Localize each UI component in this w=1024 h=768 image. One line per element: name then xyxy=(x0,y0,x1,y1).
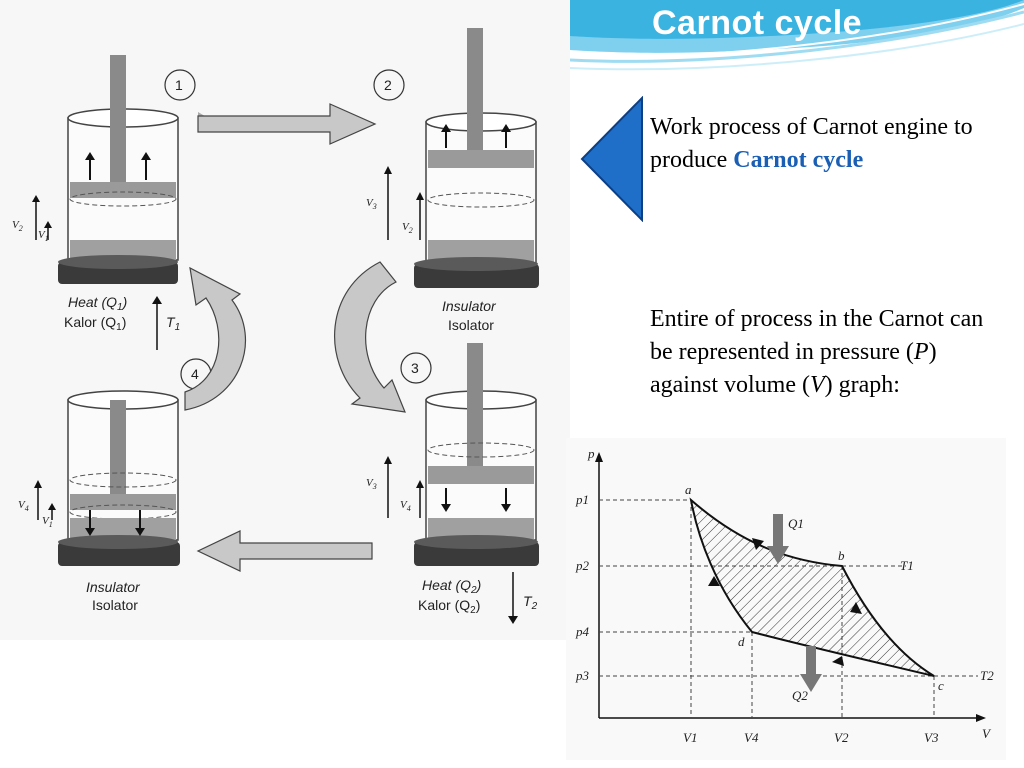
v3-tick: V3 xyxy=(924,730,939,745)
v4-label-3: V4 xyxy=(400,499,411,513)
v1-tick: V1 xyxy=(683,730,697,745)
p3-tick: p3 xyxy=(575,668,590,683)
v3-label-2: V3 xyxy=(366,197,377,211)
axis-v-label: V xyxy=(982,726,992,741)
heat-q1-label: Heat (Q1) xyxy=(68,294,127,313)
arrow-4-to-1 xyxy=(184,266,247,411)
para2-part-c: ) graph: xyxy=(824,372,900,398)
carnot-engine-diagram: 1 V2 V1 Heat (Q1) Kalor (Q1) T1 xyxy=(0,0,570,640)
t2-isotherm-label: T2 xyxy=(980,668,994,683)
v2-label-2: V2 xyxy=(402,221,413,235)
v1-label-4: V1 xyxy=(42,515,53,529)
para2-v-symbol: V xyxy=(809,372,825,398)
carnot-cycle-area xyxy=(689,497,935,677)
t2-label-diagram: T2 xyxy=(523,593,538,612)
point-d-label: d xyxy=(738,634,745,649)
q1-label: Q1 xyxy=(788,516,804,531)
isolator-label-4: Isolator xyxy=(92,597,138,613)
cylinder-4 xyxy=(34,358,212,566)
q2-label: Q2 xyxy=(792,688,808,703)
cylinder-1 xyxy=(32,55,196,284)
point-a-label: a xyxy=(685,482,692,497)
left-pointer-icon xyxy=(580,96,643,222)
para2-part-a: Entire of process in the Carnot can be r… xyxy=(650,306,984,365)
description-line1: Work process of Carnot engine to produce xyxy=(650,114,973,173)
carnot-cycle-highlight: Carnot cycle xyxy=(733,147,864,173)
cylinder-2 xyxy=(373,28,539,288)
t1-isotherm-label: T1 xyxy=(900,558,914,573)
isolator-label-2: Isolator xyxy=(448,317,494,333)
arrow-2-to-3 xyxy=(334,261,406,413)
insulator-label-4: Insulator xyxy=(86,579,141,595)
para2-part-b: ) against volume ( xyxy=(650,339,937,398)
t2-heat-arrow xyxy=(508,572,518,624)
p4-tick: p4 xyxy=(575,624,590,639)
arrow-3-to-4 xyxy=(196,530,373,572)
insulator-label-2: Insulator xyxy=(442,298,497,314)
v4-tick: V4 xyxy=(744,730,759,745)
header-wave-band xyxy=(570,0,1024,80)
v1-label-1: V1 xyxy=(38,229,49,243)
pv-graph: p V p1 xyxy=(566,438,1006,760)
point-c-label: c xyxy=(938,678,944,693)
para2-p-symbol: P xyxy=(913,339,929,365)
t1-label-diagram: T1 xyxy=(166,314,180,333)
slide-title: Carnot cycle xyxy=(652,4,863,42)
step-1-label: 1 xyxy=(175,77,183,93)
q2-heat-out-arrow xyxy=(800,646,822,692)
arrow-1-to-2 xyxy=(197,103,377,145)
kalor-q2-label: Kalor (Q2) xyxy=(418,597,480,616)
axis-p-label: p xyxy=(587,446,595,461)
description-work-process: Work process of Carnot engine to produce… xyxy=(650,111,980,177)
step-4-label: 4 xyxy=(191,366,199,382)
step-2-label: 2 xyxy=(384,77,392,93)
step-3-label: 3 xyxy=(411,360,419,376)
heat-q2-label: Heat (Q2) xyxy=(422,577,481,596)
p1-tick: p1 xyxy=(575,492,589,507)
kalor-q1-label: Kalor (Q1) xyxy=(64,314,126,333)
v2-tick: V2 xyxy=(834,730,849,745)
v2-label-1: V2 xyxy=(12,219,23,233)
t1-heat-arrow xyxy=(152,296,162,350)
v3-label-3: V3 xyxy=(366,477,377,491)
cylinder-3 xyxy=(384,343,539,566)
description-pv-graph: Entire of process in the Carnot can be r… xyxy=(650,303,990,402)
q1-heat-in-arrow xyxy=(767,514,789,564)
point-b-label: b xyxy=(838,548,845,563)
p2-tick: p2 xyxy=(575,558,590,573)
v4-label-4: V4 xyxy=(18,499,29,513)
